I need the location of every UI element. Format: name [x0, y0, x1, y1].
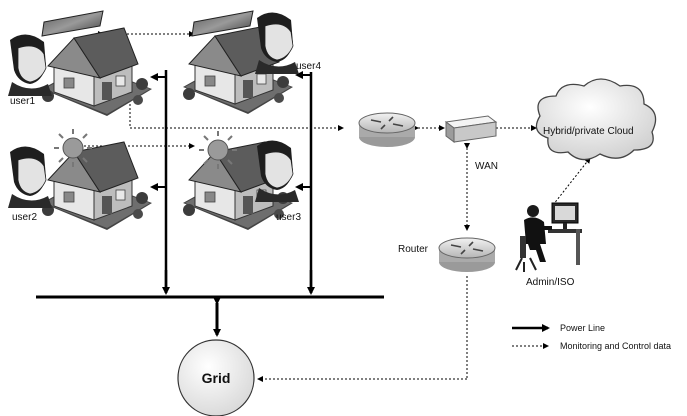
cloud-label: Hybrid/private Cloud	[543, 126, 634, 137]
solar-panel-icon	[191, 10, 254, 37]
router-label: Router	[398, 244, 429, 255]
user-head-icon	[254, 139, 300, 203]
legend-monitoring-label: Monitoring and Control data	[560, 341, 671, 351]
legend: Power Line Monitoring and Control data	[512, 323, 671, 351]
admin-label: Admin/ISO	[526, 277, 575, 288]
wan-label: WAN	[475, 161, 498, 172]
user3-label: user3	[276, 212, 301, 223]
house-icon	[41, 141, 153, 231]
user4-label: user4	[296, 61, 321, 72]
user-head-icon	[254, 11, 300, 75]
house-icon	[41, 27, 153, 117]
router-icon	[358, 112, 416, 148]
user2-label: user2	[12, 212, 37, 223]
router-icon	[438, 237, 496, 273]
grid-node	[177, 339, 255, 416]
admin-workstation-icon	[515, 202, 582, 272]
user-head-icon	[7, 145, 53, 209]
cloud-icon	[535, 78, 657, 161]
solar-panel-icon	[41, 10, 104, 37]
monitoring-links	[75, 31, 591, 382]
legend-power-line-label: Power Line	[560, 323, 605, 333]
switch-icon	[444, 115, 498, 143]
user-head-icon	[7, 33, 53, 97]
grid-label: Grid	[202, 370, 231, 386]
user1-label: user1	[10, 96, 35, 107]
